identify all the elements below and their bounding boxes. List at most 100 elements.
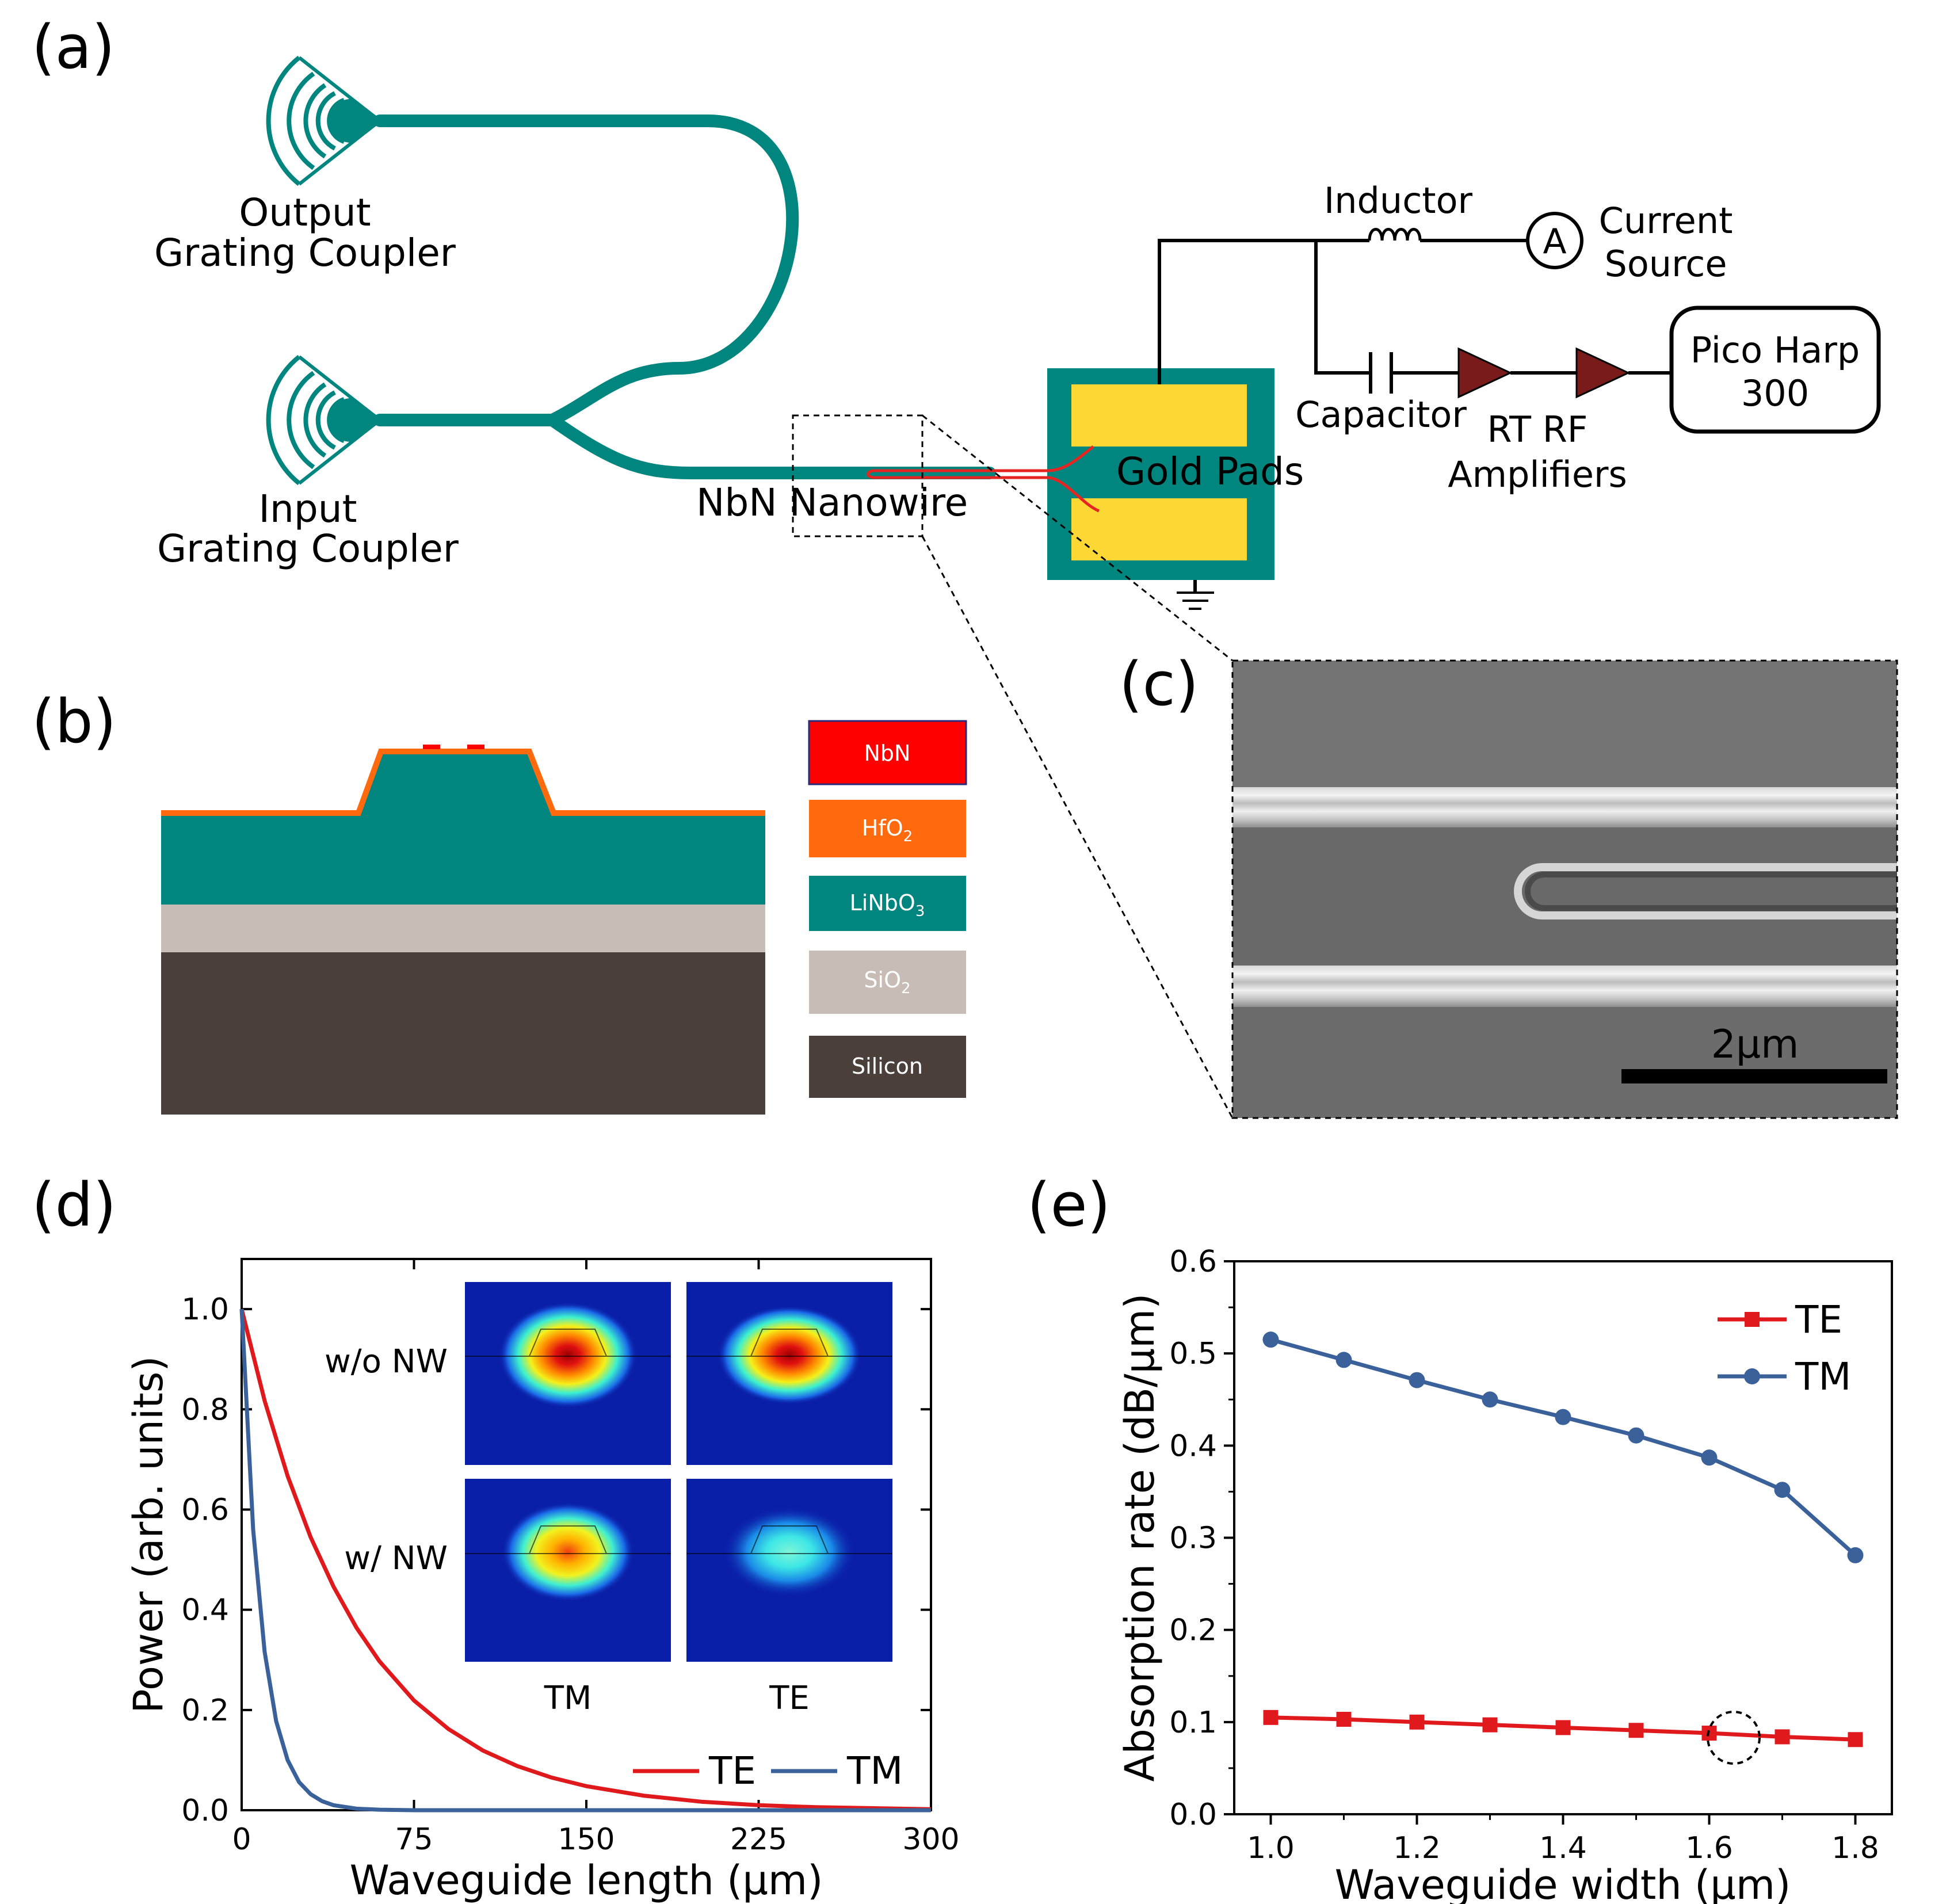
panel-a-label: (a) — [32, 12, 115, 82]
legend-d-tm: TM — [846, 1749, 903, 1793]
chart-d-xlabel: Waveguide length (μm) — [350, 1857, 823, 1904]
chart-d-ylabel: Power (arb. units) — [125, 1356, 172, 1713]
chart-e-point-tm — [1555, 1409, 1571, 1425]
layer-sio2 — [161, 905, 765, 952]
chart-e-xtick-label: 1.2 — [1393, 1831, 1441, 1865]
gold-pad-top — [1071, 384, 1247, 447]
mode-inset: w/o NW w/ NW TM TE — [325, 1282, 892, 1717]
legend-e-tm: TM — [1795, 1354, 1851, 1399]
output-coupler-label-1: Output — [239, 190, 371, 235]
chart-e-ytick-label: 0.0 — [1169, 1798, 1217, 1832]
chart-e-point-te — [1409, 1714, 1425, 1730]
chart-d-ytick-label: 1.0 — [181, 1292, 229, 1327]
layer-silicon — [161, 952, 765, 1115]
chart-d-ytick-label: 0.2 — [181, 1693, 229, 1728]
inductor-label: Inductor — [1324, 180, 1473, 222]
nbn-strip-1 — [423, 745, 440, 749]
chart-e-ytick-label: 0.6 — [1169, 1245, 1217, 1279]
chart-d-series-tm — [239, 1308, 931, 1813]
layer-hfo2 — [161, 749, 765, 816]
chart-e-ytick-label: 0.1 — [1169, 1705, 1217, 1740]
chart-e-ytick-label: 0.3 — [1169, 1521, 1217, 1556]
legend-nbn-label: NbN — [864, 741, 911, 766]
input-grating-coupler — [266, 354, 384, 486]
legend-e-te: TE — [1795, 1298, 1842, 1342]
amplifiers-label-1: RT RF — [1487, 409, 1588, 451]
chart-d-lines — [239, 1308, 932, 1813]
inset-col-label-2: TE — [769, 1680, 810, 1717]
chart-e-point-te — [1775, 1729, 1790, 1745]
waveguide — [373, 115, 996, 479]
chart-e-xtick-label: 1.4 — [1539, 1831, 1587, 1865]
panel-b-label: (b) — [32, 686, 116, 757]
pico-harp-label-1: Pico Harp — [1690, 329, 1860, 371]
ammeter-symbol: A — [1543, 222, 1566, 262]
sem-waveguide-top — [1232, 827, 1897, 966]
chart-e-point-tm — [1628, 1427, 1644, 1444]
chart-e-point-tm — [1847, 1547, 1864, 1563]
layer-linbo3 — [161, 754, 765, 905]
chart-e-point-te — [1848, 1732, 1863, 1747]
sem-nanowire-hairpin — [1514, 863, 1897, 919]
current-source-label-1: Current — [1599, 200, 1733, 242]
amplifier-1-icon — [1457, 347, 1513, 399]
inset-row-label-2: w/ NW — [344, 1540, 448, 1577]
chart-d-xtick-label: 300 — [902, 1822, 959, 1857]
highlight-circle — [1707, 1711, 1761, 1765]
chart-e-lines — [1262, 1331, 1864, 1747]
chart-e-ytick-label: 0.5 — [1169, 1337, 1217, 1371]
scale-bar-label: 2μm — [1711, 1022, 1799, 1067]
chart-e-point-tm — [1262, 1331, 1279, 1348]
nbn-strip-2 — [467, 745, 484, 749]
ammeter-icon — [1526, 212, 1583, 269]
nbn-nanowire — [867, 445, 1100, 513]
capacitor-label: Capacitor — [1295, 394, 1467, 436]
chart-e-point-tm — [1409, 1372, 1425, 1388]
chart-e-xlabel: Waveguide width (μm) — [1335, 1861, 1791, 1904]
chart-e-point-tm — [1482, 1391, 1498, 1408]
panel-a: (a) — [32, 12, 1881, 1119]
legend-silicon-swatch — [809, 1036, 966, 1098]
inductor-icon — [1368, 228, 1422, 241]
chart-e-point-tm — [1774, 1482, 1791, 1498]
legend-sio2-swatch — [809, 951, 966, 1014]
chart-d-xtick-label: 0 — [232, 1822, 251, 1857]
scale-bar — [1621, 1069, 1887, 1083]
chart-d-ytick-label: 0.0 — [181, 1794, 229, 1828]
legend-nbn-swatch — [808, 720, 967, 785]
chart-e-xtick-label: 1.0 — [1247, 1831, 1295, 1865]
input-coupler-label-2: Grating Coupler — [157, 526, 459, 571]
chart-e-ytick-label: 0.4 — [1169, 1429, 1217, 1463]
panel-c-label: (c) — [1119, 649, 1199, 719]
chart-e-legend: TE TM — [1718, 1298, 1851, 1399]
input-coupler-label-1: Input — [259, 487, 357, 531]
nanowire-label: NbN Nanowire — [696, 480, 968, 525]
chart-d-xtick-label: 75 — [395, 1822, 433, 1857]
inset-col-label-1: TM — [544, 1680, 592, 1717]
legend-sio2-label: SiO2 — [864, 967, 910, 997]
chart-e-xtick-label: 1.8 — [1831, 1831, 1879, 1865]
chart-d-xtick-label: 150 — [558, 1822, 615, 1857]
chart-d-ytick-label: 0.4 — [181, 1593, 229, 1628]
output-grating-coupler — [266, 55, 384, 186]
capacitor-icon — [1369, 352, 1393, 394]
chart-d-xtick-label: 225 — [730, 1822, 787, 1857]
legend-silicon-label: Silicon — [852, 1054, 923, 1079]
zoom-line-bottom — [921, 536, 1234, 1119]
sem-band-bottom — [1232, 966, 1897, 1007]
chart-d-legend: TE TM — [633, 1749, 903, 1793]
chart-e-point-tm — [1701, 1449, 1718, 1466]
current-source-label-2: Source — [1605, 243, 1727, 285]
zoom-line-top — [922, 414, 1233, 662]
zoom-box — [792, 414, 924, 537]
chart-d-ytick-label: 0.6 — [181, 1493, 229, 1527]
inset-row-label-1: w/o NW — [325, 1343, 448, 1380]
pico-harp-box — [1669, 306, 1881, 434]
readout-circuit — [1158, 239, 1672, 610]
legend-hfo2-label: HfO2 — [862, 815, 913, 845]
